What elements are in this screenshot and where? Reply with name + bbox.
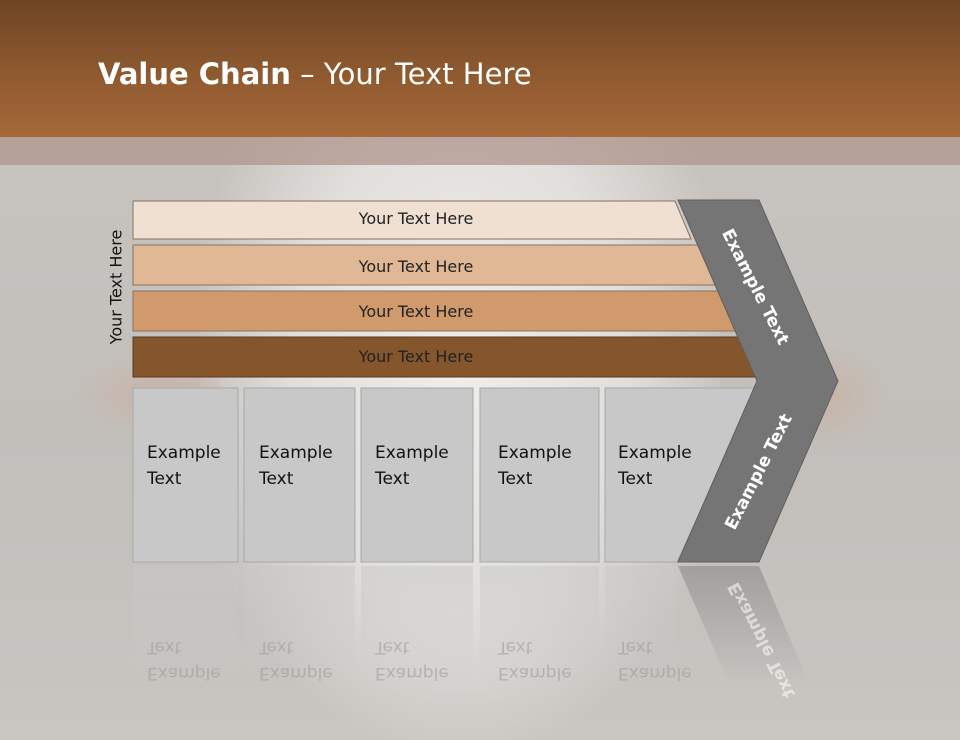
chevron-reflection	[678, 566, 810, 686]
column-3-line1: Example	[375, 443, 449, 463]
bar-1	[132, 200, 692, 240]
column-3-line2: Text	[375, 469, 410, 489]
column-5-label: Example Text	[618, 440, 692, 492]
column-5-reflection-line2: Text	[618, 637, 653, 657]
column-3-reflection	[361, 566, 473, 686]
column-2-line1: Example	[259, 443, 333, 463]
bar-1-label: Your Text Here	[358, 209, 474, 228]
column-3-label: Example Text	[375, 440, 449, 492]
column-4-label: Example Text	[498, 440, 572, 492]
column-1-line1: Example	[147, 443, 221, 463]
column-3-box	[360, 387, 474, 563]
column-2-reflection	[244, 566, 355, 686]
column-5-reflection	[605, 566, 677, 686]
column-2-label: Example Text	[259, 440, 333, 492]
column-5-line2: Text	[618, 469, 653, 489]
chevron-arrow	[677, 199, 839, 563]
column-4-label-reflection: Example Text	[498, 634, 572, 686]
column-4-line2: Text	[498, 469, 533, 489]
column-3-label-reflection: Example Text	[375, 634, 449, 686]
column-1-line2: Text	[147, 469, 182, 489]
bar-2-label: Your Text Here	[358, 257, 474, 276]
title-bold: Value Chain	[98, 57, 291, 91]
column-4-box	[479, 387, 600, 563]
value-chain-diagram: Your Text Here Your Text Here Your Text …	[132, 199, 839, 686]
column-4-reflection	[480, 566, 599, 686]
title-rest: – Your Text Here	[290, 57, 532, 91]
column-3-reflection-line2: Text	[375, 637, 410, 657]
column-2-line2: Text	[259, 469, 294, 489]
column-3-reflection-line1: Example	[375, 663, 449, 683]
column-4-reflection-line2: Text	[498, 637, 533, 657]
bar-4-label: Your Text Here	[358, 347, 474, 366]
header-band	[0, 0, 960, 137]
column-1-label-reflection: Example Text	[147, 634, 221, 686]
column-1-label: Example Text	[147, 440, 221, 492]
column-4-reflection-line1: Example	[498, 663, 572, 683]
column-5-reflection-line1: Example	[618, 663, 692, 683]
column-2-label-reflection: Example Text	[259, 634, 333, 686]
column-2-box	[243, 387, 356, 563]
column-1-reflection-line1: Example	[147, 663, 221, 683]
column-5-label-reflection: Example Text	[618, 634, 692, 686]
slide-title: Value Chain – Your Text Here	[98, 54, 532, 94]
column-1-reflection	[133, 566, 238, 686]
column-5-line1: Example	[618, 443, 692, 463]
column-1-reflection-line2: Text	[147, 637, 182, 657]
column-5-box	[604, 387, 758, 563]
bar-3-label: Your Text Here	[358, 302, 474, 321]
column-1-box	[132, 387, 239, 563]
column-2-reflection-line1: Example	[259, 663, 333, 683]
header-strip	[0, 137, 960, 165]
column-4-line1: Example	[498, 443, 572, 463]
column-2-reflection-line2: Text	[259, 637, 294, 657]
